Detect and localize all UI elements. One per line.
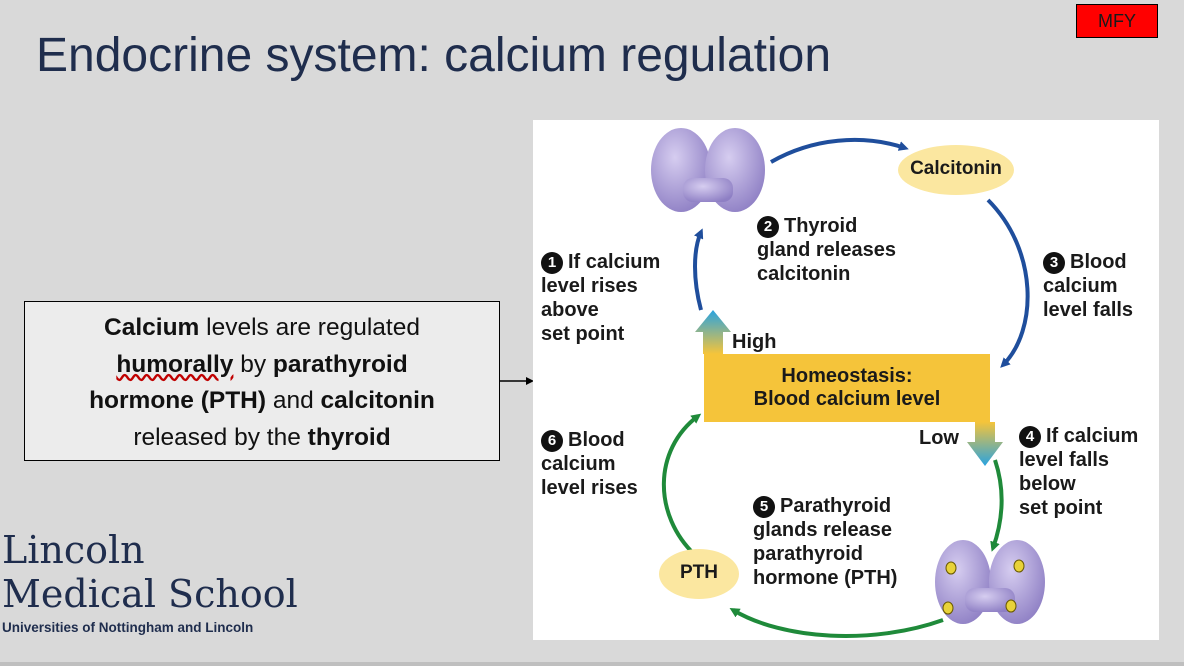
step-3-text: Blood calcium level falls — [1043, 251, 1134, 321]
callout-word-calcium: Calcium — [104, 314, 200, 341]
arrow-thyroid-to-calcitonin — [770, 138, 909, 164]
callout-connector-arrow — [500, 377, 534, 385]
callout-text-2: by — [233, 350, 273, 378]
parathyroid-glands-icon — [935, 540, 1045, 624]
slide-title: Endocrine system: calcium regulation — [36, 29, 832, 82]
logo-line-1: Lincoln — [2, 528, 145, 572]
arrow-pth-to-homeostasis — [661, 413, 702, 557]
callout-text-4: released by the — [133, 423, 308, 451]
callout-word-parathyroid: parathyroid — [272, 350, 408, 378]
step-1-number: 1 — [541, 252, 563, 274]
step-1-text: If calcium level rises above set point — [541, 251, 661, 345]
callout-word-pth: hormone (PTH) — [89, 387, 267, 414]
step-4-number: 4 — [1019, 426, 1041, 448]
low-label: Low — [919, 427, 959, 449]
homeostasis-subtitle: Blood calcium level — [753, 388, 941, 410]
callout-word-calcitonin: calcitonin — [320, 387, 435, 414]
step-2-number: 2 — [757, 216, 779, 238]
arrow-parathyroid-to-pth — [729, 607, 944, 638]
high-up-arrow — [695, 310, 731, 354]
step-6-number: 6 — [541, 430, 563, 452]
logo-line-2: Medical School — [2, 572, 298, 616]
arrow-calcitonin-to-homeostasis — [986, 198, 1030, 368]
homeostasis-title: Homeostasis: — [781, 365, 913, 387]
high-label: High — [732, 331, 777, 353]
calcium-callout-box: Calcium levels are regulated humorally b… — [24, 301, 500, 461]
step-4-text: If calcium level falls below set point — [1019, 425, 1139, 519]
callout-word-thyroid: thyroid — [307, 423, 391, 451]
arrow-high-to-thyroid — [693, 228, 704, 311]
step-5-text: Parathyroid glands release parathyroid h… — [753, 495, 898, 589]
mfy-badge: MFY — [1076, 4, 1158, 38]
diagram-arrows — [651, 128, 1045, 638]
logo-line-3: Universities of Nottingham and Lincoln — [2, 620, 254, 635]
arrow-low-to-parathyroid — [990, 459, 1004, 552]
callout-text-3: and — [266, 387, 321, 414]
lincoln-medical-school-logo: Lincoln Medical School Universities of N… — [2, 528, 298, 635]
step-3-number: 3 — [1043, 252, 1065, 274]
callout-text-1: levels are regulated — [199, 314, 420, 341]
homeostasis-box: Homeostasis: Blood calcium level — [704, 354, 990, 422]
low-down-arrow — [967, 422, 1003, 466]
calcitonin-ellipse — [898, 145, 1014, 195]
calcitonin-label: Calcitonin — [910, 158, 1002, 179]
thyroid-gland-icon — [651, 128, 765, 212]
pth-label: PTH — [680, 562, 718, 583]
pth-ellipse — [659, 549, 739, 599]
step-2-text: Thyroid gland releases calcitonin — [757, 215, 896, 285]
step-6-text: Blood calcium level rises — [541, 429, 638, 499]
callout-word-humorally: humorally — [116, 350, 234, 378]
slide-bottom-rule — [0, 662, 1184, 666]
calcium-regulation-diagram: Calcitonin PTH Homeostasis: Blood calciu… — [533, 120, 1159, 640]
step-5-number: 5 — [753, 496, 775, 518]
